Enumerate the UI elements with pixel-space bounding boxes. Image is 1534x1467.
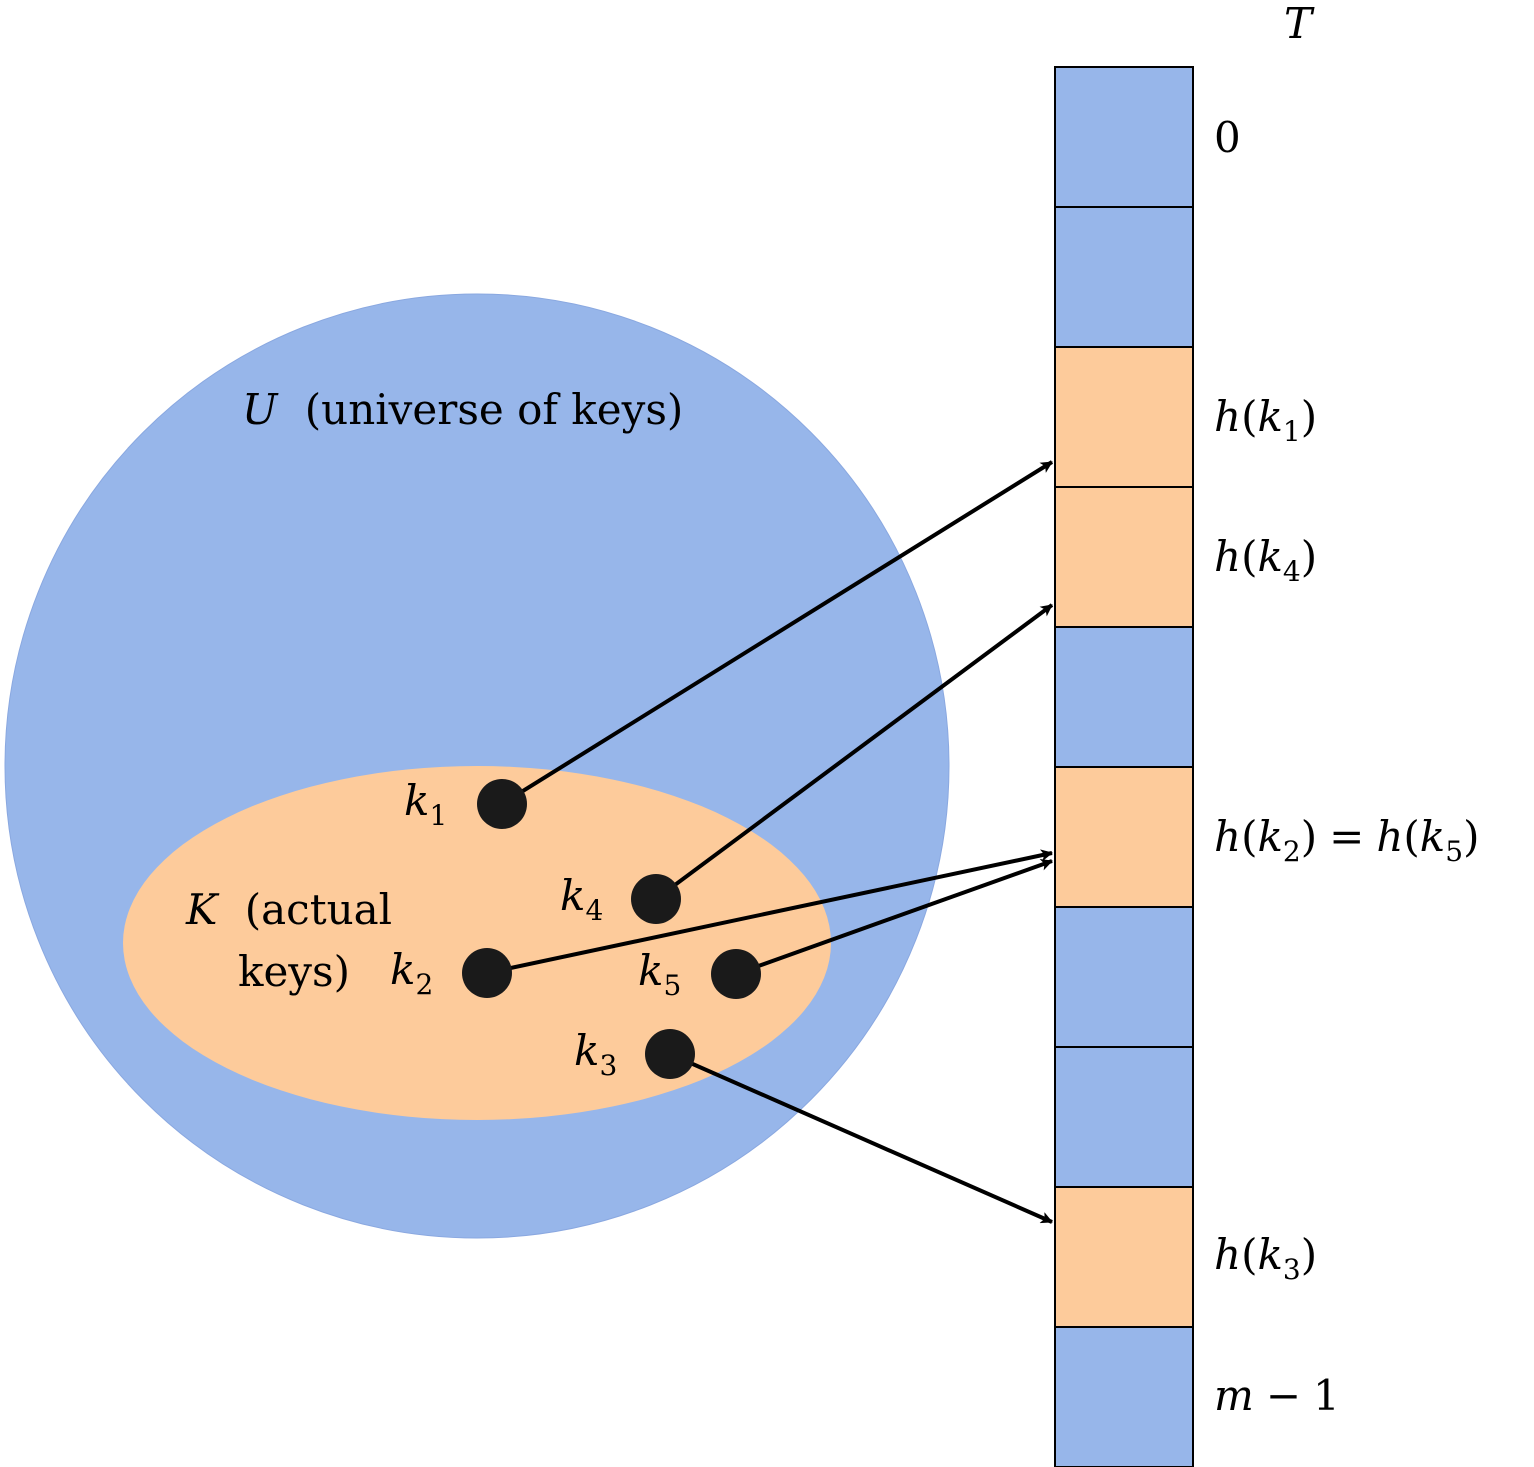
key-dot-k1 <box>477 779 527 829</box>
universe-label: U (universe of keys) <box>242 385 683 434</box>
slot-label-h-k1: h(k1) <box>1214 392 1317 448</box>
hash-table <box>1054 66 1194 1467</box>
arrow-k3 <box>669 1052 1053 1224</box>
arrow-k4 <box>654 603 1054 901</box>
table-slot-1 <box>1054 206 1194 348</box>
keyset-label: K (actual <box>185 885 392 934</box>
slot-label-h-k2-equals-h-k5: h(k2)=h(k5) <box>1214 812 1479 868</box>
key-label-k5: k5 <box>638 946 681 1002</box>
table-slot-8 <box>1054 1186 1194 1328</box>
table-slot-4 <box>1054 626 1194 768</box>
keyset-caption-line1: (actual <box>245 885 392 934</box>
table-slot-5 <box>1054 766 1194 908</box>
key-dot-k3 <box>645 1029 695 1079</box>
keyset-symbol: K <box>185 885 220 934</box>
slot-label-h-k4: h(k4) <box>1214 532 1317 588</box>
table-name: T <box>1284 0 1315 48</box>
universe-caption: (universe of keys) <box>305 385 684 434</box>
key-label-k3: k3 <box>574 1026 617 1082</box>
slot-label-0: 0 <box>1214 113 1241 162</box>
arrow-k1 <box>500 460 1054 806</box>
key-dots <box>462 779 761 1079</box>
table-slot-3 <box>1054 486 1194 628</box>
keyset-ellipse <box>123 766 831 1120</box>
key-labels: k1 k4 k2 k5 k3 <box>390 776 681 1082</box>
arrow-k2 <box>486 849 1053 975</box>
slot-label-h-k3: h(k3) <box>1214 1230 1317 1286</box>
table-slot-7 <box>1054 1046 1194 1188</box>
key-label-k1: k1 <box>404 776 447 832</box>
table-slot-0 <box>1054 66 1194 208</box>
slot-labels: 0 h(k1) h(k4) h(k2)=h(k5) h(k3) m−1 <box>1214 113 1479 1420</box>
arrow-k5 <box>735 859 1053 976</box>
slot-label-m-minus-1: m−1 <box>1214 1371 1340 1420</box>
keyset-caption-line2: keys) <box>238 947 350 996</box>
key-label-k2: k2 <box>390 945 433 1001</box>
key-dot-k4 <box>631 874 681 924</box>
key-label-k4: k4 <box>560 871 603 927</box>
key-dot-k2 <box>462 948 512 998</box>
table-slot-9 <box>1054 1326 1194 1467</box>
universe-symbol: U <box>242 385 279 434</box>
key-dot-k5 <box>711 949 761 999</box>
mapping-arrows <box>486 460 1054 1224</box>
table-slot-6 <box>1054 906 1194 1048</box>
table-slot-2 <box>1054 346 1194 488</box>
